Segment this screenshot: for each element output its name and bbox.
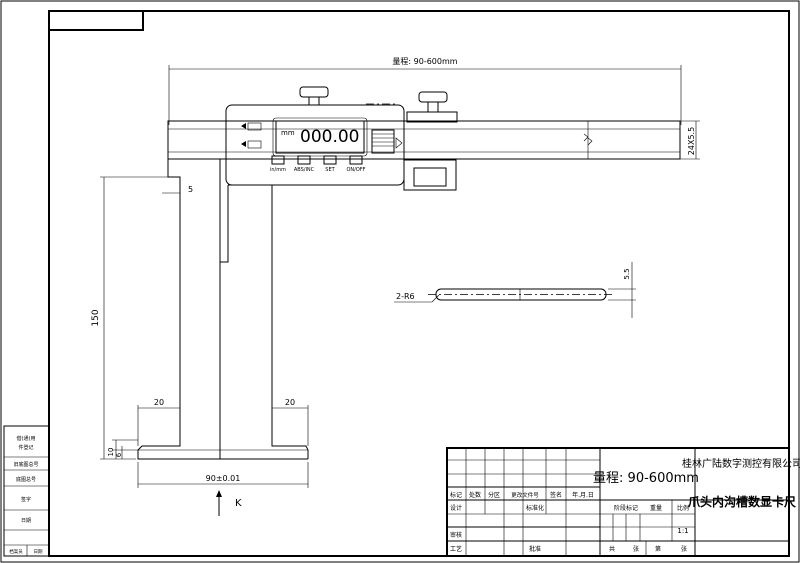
- tip-dim-label: 5.5: [623, 268, 631, 279]
- foot-left-label: 20: [154, 398, 164, 407]
- side-r6a: 档案员: [9, 548, 23, 555]
- page-unit: 张: [681, 545, 687, 553]
- lcd-unit: mm: [281, 129, 295, 137]
- product-name: 爪头内沟槽数显卡尺: [688, 494, 796, 509]
- foot-right-label: 20: [285, 398, 295, 407]
- set-label: SET: [325, 167, 335, 173]
- play-icon: [395, 137, 403, 149]
- moving-jaw: [220, 185, 309, 459]
- company-name: 桂林广陆数字测控有限公司: [682, 457, 800, 470]
- onoff-label: ON/OFF: [346, 167, 365, 173]
- side-block: 借(通)用 件登记 旧底图总号 底图总号 签字 日期 档案员 日期: [3, 425, 50, 557]
- total-label: 共: [609, 545, 615, 553]
- inmm-button[interactable]: [271, 155, 285, 165]
- side-r2: 旧底图总号: [13, 461, 38, 468]
- ratio-label: 比例: [677, 504, 689, 512]
- design-label: 设计: [450, 504, 462, 512]
- view-k-label: K: [235, 498, 242, 509]
- inmm-label: in/mm: [270, 167, 286, 173]
- col-sign: 签名: [550, 491, 562, 499]
- approve-label: 批准: [529, 545, 541, 553]
- side-r1: 借(通)用: [17, 435, 36, 442]
- standard-label: 标准化: [526, 504, 544, 512]
- caliper-beam: [167, 120, 681, 160]
- side-r3: 底图总号: [16, 476, 36, 483]
- title-block: 桂林广陆数字测控有限公司 量程: 90-600mm 爪头内沟槽数显卡尺 标记 处…: [446, 447, 800, 557]
- page-label: 第: [655, 545, 661, 553]
- beam-section-label: 24X5.5: [687, 127, 696, 155]
- foot-h2-label: 6: [115, 452, 123, 457]
- check-label: 审核: [450, 531, 462, 539]
- absinc-button[interactable]: [297, 155, 311, 165]
- knob-icon[interactable]: [299, 86, 329, 98]
- absinc-label: ABS/INC: [294, 167, 315, 173]
- weight-label: 重量: [650, 504, 662, 512]
- stage-label: 阶段标记: [614, 504, 638, 512]
- lcd-screen: [275, 120, 365, 154]
- onoff-button[interactable]: [349, 155, 363, 165]
- foot-h1-label: 10: [107, 448, 115, 457]
- base-width-label: 90±0.01: [206, 474, 241, 483]
- side-r5: 日期: [21, 518, 31, 524]
- col-count: 处数: [469, 491, 481, 499]
- set-button[interactable]: [323, 155, 337, 165]
- blade-thickness-label: 5: [188, 185, 193, 194]
- col-date: 年.月.日: [572, 491, 594, 499]
- col-zone: 分区: [488, 491, 500, 499]
- arrow-up-icon: [216, 490, 222, 497]
- range-dimension-label: 量程: 90-600mm: [392, 57, 457, 66]
- lock-knob-icon[interactable]: [418, 91, 448, 103]
- slider-clamp: [403, 159, 457, 191]
- range-title: 量程: 90-600mm: [593, 471, 699, 486]
- col-mark: 标记: [450, 491, 462, 499]
- corner-tag: [48, 10, 144, 31]
- scale-value: 1:1: [677, 527, 688, 535]
- tip-radius-label: 2-R6: [396, 292, 415, 301]
- total-unit: 张: [633, 545, 639, 553]
- arrow-left-icon: [241, 141, 246, 147]
- side-r6b: 日期: [34, 549, 43, 555]
- side-r1b: 件登记: [18, 444, 33, 451]
- fixed-jaw: [137, 159, 221, 460]
- lcd-reading: 000.00: [300, 127, 359, 147]
- col-doc: 更改文件号: [511, 491, 539, 499]
- dial-wheel[interactable]: [371, 129, 395, 154]
- process-label: 工艺: [450, 545, 462, 553]
- arrow-up-icon: [241, 123, 246, 129]
- drawing-frame: [48, 10, 790, 557]
- side-r4: 签字: [21, 496, 31, 503]
- height-dimension-label: 150: [91, 309, 101, 326]
